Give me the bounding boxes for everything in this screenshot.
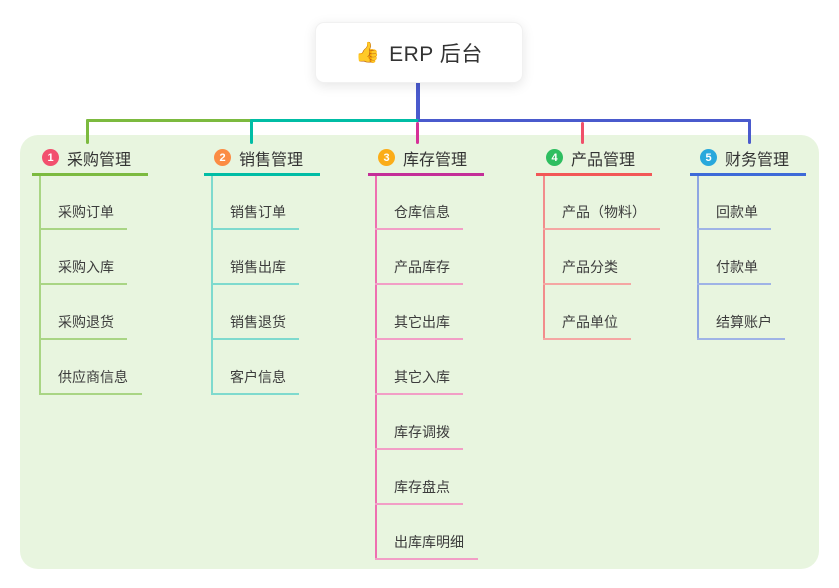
branch-label-purchase: 采购管理 bbox=[67, 151, 132, 169]
branch-badge-sales: 2 bbox=[214, 149, 231, 166]
leaf-node-finance-1[interactable]: 回款单 bbox=[697, 188, 771, 230]
mindmap-panel bbox=[20, 135, 819, 569]
branch-badge-inventory: 3 bbox=[378, 149, 395, 166]
branch-label-product: 产品管理 bbox=[571, 151, 636, 169]
leaf-node-inventory-3[interactable]: 其它出库 bbox=[375, 298, 463, 340]
leaf-node-sales-4[interactable]: 客户信息 bbox=[211, 353, 299, 395]
leaf-node-inventory-5[interactable]: 库存调拨 bbox=[375, 408, 463, 450]
branch-node-inventory[interactable]: 3 库存管理 bbox=[368, 146, 484, 176]
leaf-node-inventory-4[interactable]: 其它入库 bbox=[375, 353, 463, 395]
branch-label-inventory: 库存管理 bbox=[403, 151, 468, 169]
root-node[interactable]: 👍 ERP 后台 bbox=[315, 22, 523, 83]
leaf-node-product-1[interactable]: 产品（物料） bbox=[543, 188, 660, 230]
leaf-node-purchase-3[interactable]: 采购退货 bbox=[39, 298, 127, 340]
branch-node-purchase[interactable]: 1 采购管理 bbox=[32, 146, 148, 176]
leaf-node-finance-2[interactable]: 付款单 bbox=[697, 243, 771, 285]
leaf-node-finance-3[interactable]: 结算账户 bbox=[697, 298, 785, 340]
branch-label-finance: 财务管理 bbox=[725, 151, 790, 169]
branch-badge-purchase: 1 bbox=[42, 149, 59, 166]
leaf-node-sales-2[interactable]: 销售出库 bbox=[211, 243, 299, 285]
connector-inventory-drop bbox=[416, 122, 419, 144]
leaf-node-inventory-6[interactable]: 库存盘点 bbox=[375, 463, 463, 505]
leaf-node-sales-3[interactable]: 销售退货 bbox=[211, 298, 299, 340]
leaf-node-purchase-2[interactable]: 采购入库 bbox=[39, 243, 127, 285]
leaf-node-purchase-4[interactable]: 供应商信息 bbox=[39, 353, 142, 395]
leaf-node-product-3[interactable]: 产品单位 bbox=[543, 298, 631, 340]
leaf-node-inventory-7[interactable]: 出库库明细 bbox=[375, 518, 478, 560]
connector-sales-drop bbox=[250, 119, 253, 144]
branch-node-finance[interactable]: 5 财务管理 bbox=[690, 146, 806, 176]
branch-badge-product: 4 bbox=[546, 149, 563, 166]
branch-badge-finance: 5 bbox=[700, 149, 717, 166]
connector-product-drop bbox=[581, 122, 584, 144]
branch-vline-inventory bbox=[375, 176, 377, 560]
root-title: ERP 后台 bbox=[389, 42, 483, 66]
branch-vline-sales bbox=[211, 176, 213, 395]
leaf-node-inventory-2[interactable]: 产品库存 bbox=[375, 243, 463, 285]
connector-finance-drop bbox=[748, 119, 751, 144]
branch-vline-purchase bbox=[39, 176, 41, 395]
leaf-node-purchase-1[interactable]: 采购订单 bbox=[39, 188, 127, 230]
connector-purchase-drop bbox=[86, 119, 89, 144]
leaf-node-sales-1[interactable]: 销售订单 bbox=[211, 188, 299, 230]
connector-sales-hline bbox=[250, 119, 420, 122]
branch-label-sales: 销售管理 bbox=[239, 151, 304, 169]
connector-finance-hline bbox=[418, 119, 751, 122]
leaf-node-product-2[interactable]: 产品分类 bbox=[543, 243, 631, 285]
branch-node-sales[interactable]: 2 销售管理 bbox=[204, 146, 320, 176]
leaf-node-inventory-1[interactable]: 仓库信息 bbox=[375, 188, 463, 230]
root-stem-line bbox=[416, 83, 420, 121]
thumbs-up-icon: 👍 bbox=[355, 41, 381, 64]
branch-vline-finance bbox=[697, 176, 699, 340]
branch-vline-product bbox=[543, 176, 545, 340]
branch-node-product[interactable]: 4 产品管理 bbox=[536, 146, 652, 176]
